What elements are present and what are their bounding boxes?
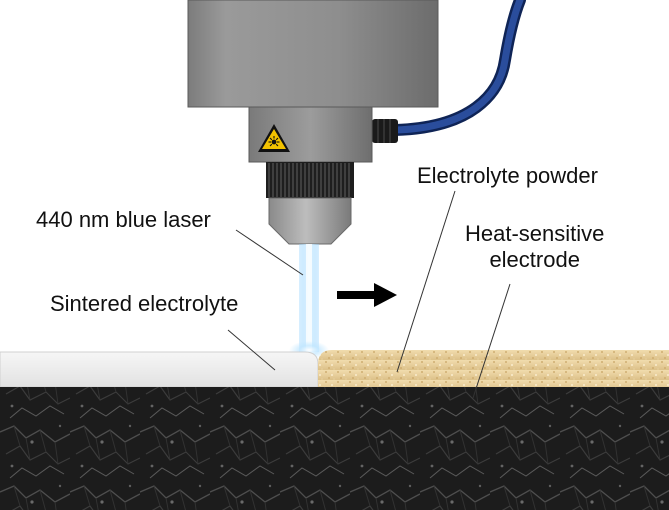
laser-warning-icon xyxy=(258,124,290,152)
cable-connector xyxy=(372,119,398,143)
heat-sensitive-electrode xyxy=(0,387,669,510)
electrode-label-line1: Heat-sensitive xyxy=(465,221,605,246)
laser-head xyxy=(248,106,373,163)
electrode-label: Heat-sensitive electrode xyxy=(465,221,604,273)
electrode-leader-line xyxy=(472,283,511,399)
laser-beam xyxy=(289,244,329,359)
sintered-electrolyte-label: Sintered electrolyte xyxy=(50,291,239,316)
electrode-label-line2: electrode xyxy=(489,247,580,272)
fiber-cable xyxy=(372,0,526,143)
focus-ring xyxy=(266,162,354,198)
laser-label: 440 nm blue laser xyxy=(36,207,211,232)
electrolyte-powder-layer xyxy=(318,350,669,387)
electrolyte-powder-label: Electrolyte powder xyxy=(417,163,598,188)
laser-leader-line xyxy=(235,229,304,276)
sintered-leader-line xyxy=(227,329,276,371)
laser-nozzle xyxy=(268,197,352,245)
right-arrow-icon xyxy=(337,283,397,307)
laser-housing-body xyxy=(187,0,439,108)
powder-leader-line xyxy=(396,190,456,373)
sintered-electrolyte-layer xyxy=(0,351,319,388)
